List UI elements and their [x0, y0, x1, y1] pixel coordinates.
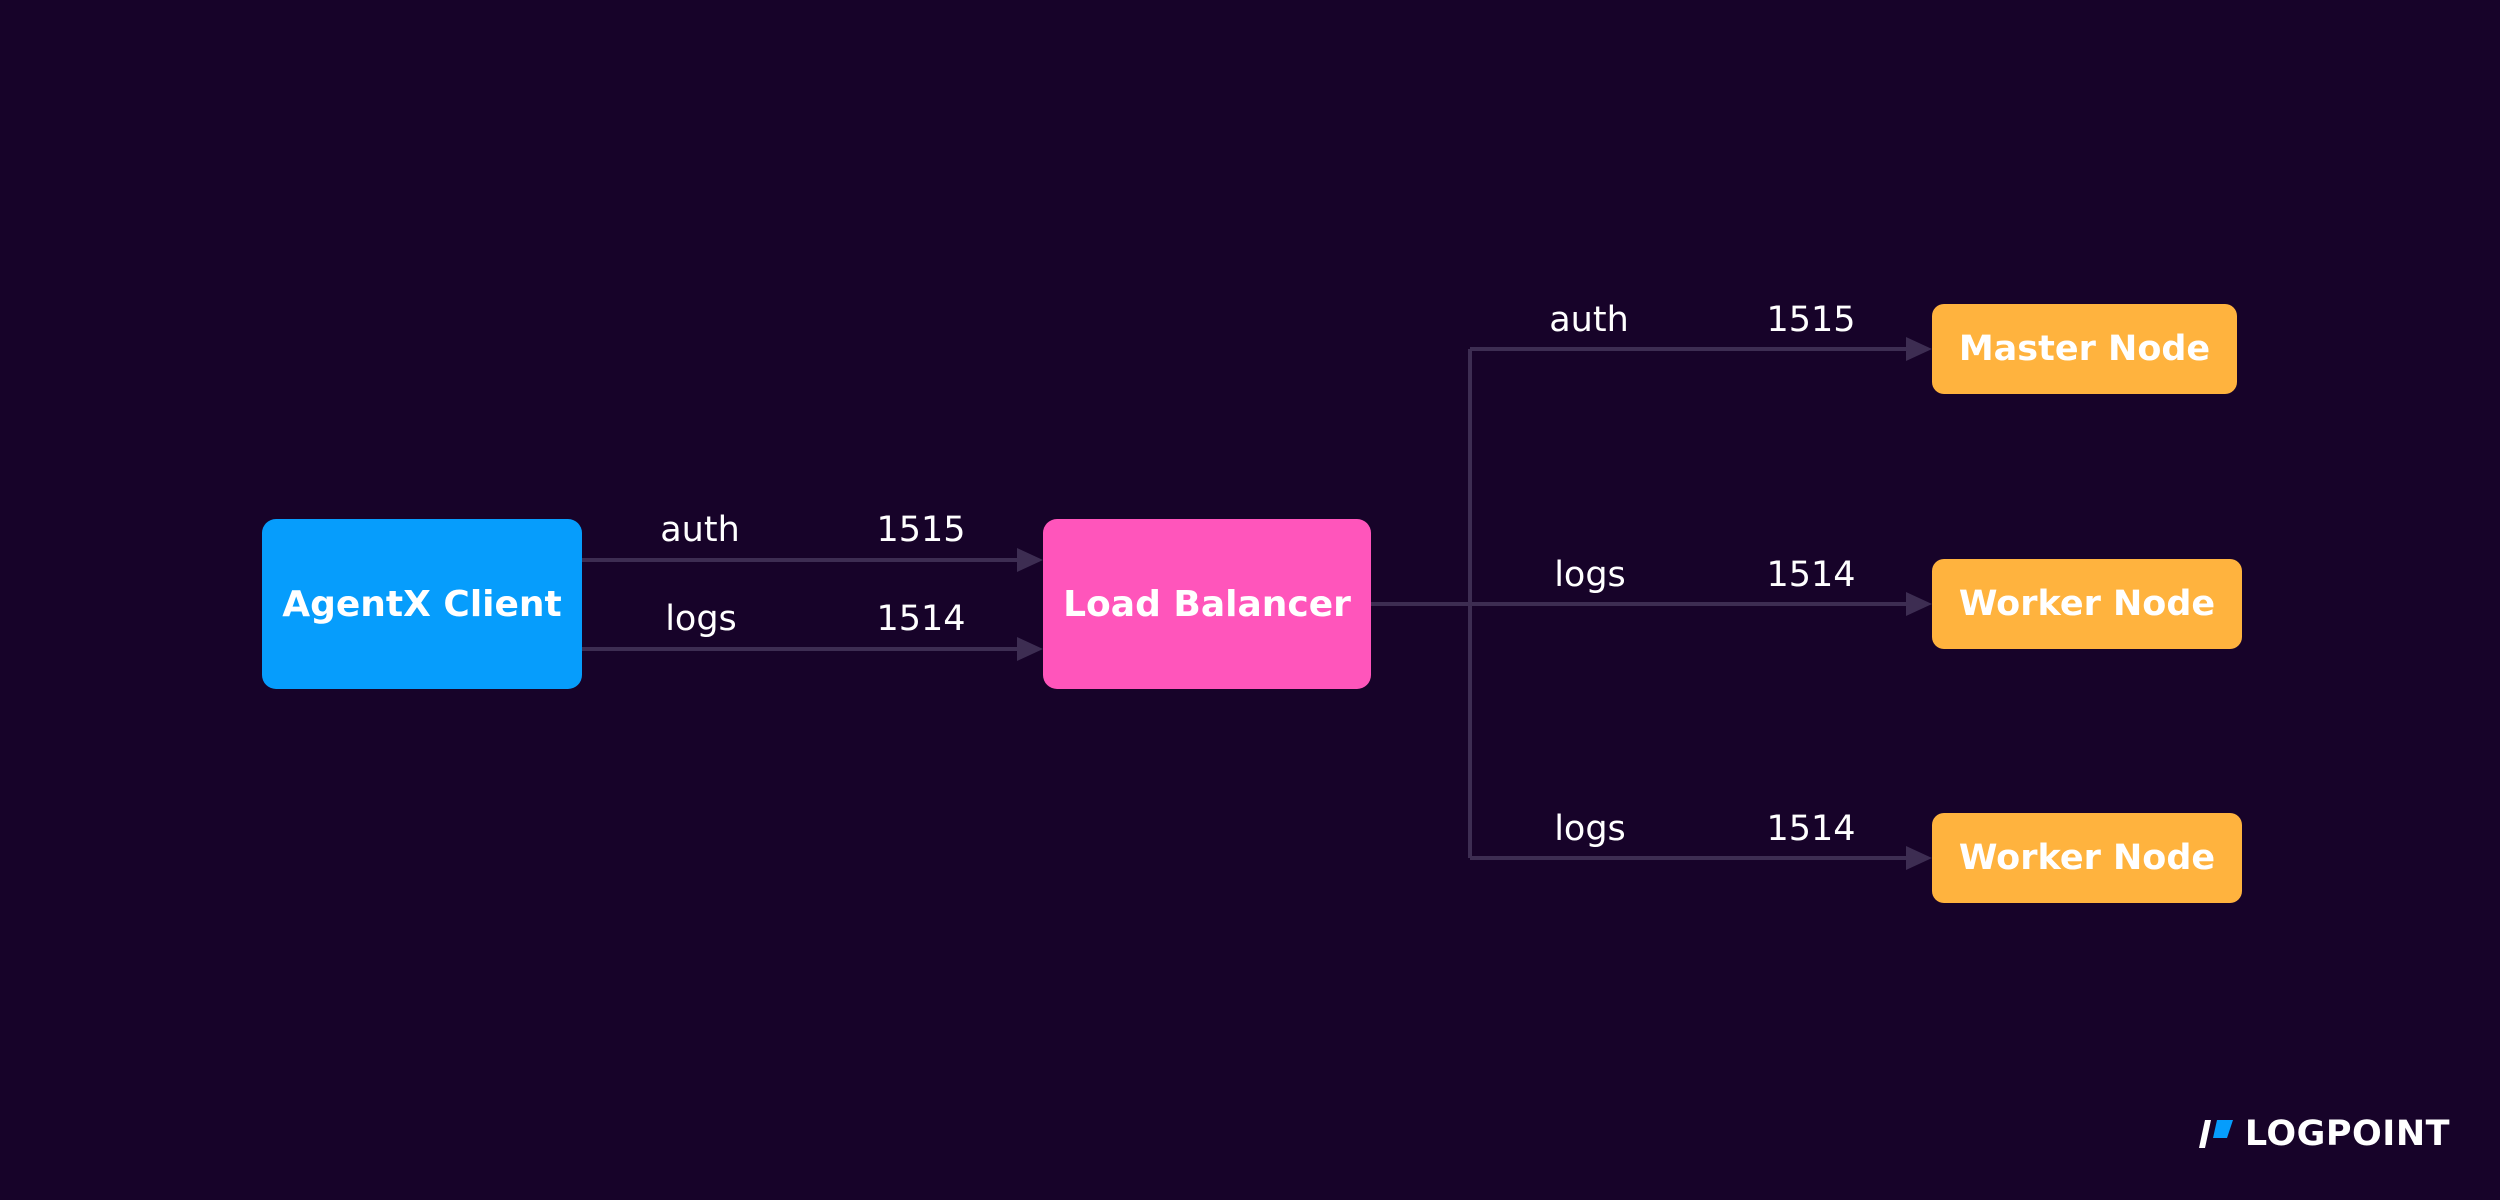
edge-label-lb-worker-2-protocol: logs	[1554, 809, 1626, 849]
edge-label-lb-worker-1-protocol: logs	[1554, 555, 1626, 595]
worker-node-1: Worker Node	[1932, 559, 2242, 649]
arrowhead-client-lb-auth	[1017, 548, 1043, 572]
edge-label-client-lb-auth-protocol: auth	[660, 510, 740, 550]
arrowhead-client-lb-logs	[1017, 637, 1043, 661]
agentx-client-node: AgentX Client	[262, 519, 582, 689]
edge-label-client-lb-logs-protocol: logs	[665, 599, 737, 639]
edge-label-client-lb-logs-port: 1514	[876, 599, 966, 639]
brand-name: LOGPOINT	[2244, 1114, 2450, 1154]
logpoint-mark-icon	[2198, 1120, 2233, 1148]
worker-node-2: Worker Node	[1932, 813, 2242, 903]
arrowhead-lb-master	[1906, 337, 1932, 361]
master-node: Master Node	[1932, 304, 2237, 394]
edge-label-lb-master-protocol: auth	[1549, 300, 1629, 340]
edge-label-client-lb-auth-port: 1515	[876, 510, 966, 550]
logpoint-logo: LOGPOINT	[2198, 1114, 2450, 1154]
edge-label-lb-worker-1-port: 1514	[1766, 555, 1856, 595]
arrowhead-lb-worker-2	[1906, 846, 1932, 870]
load-balancer-node: Load Balancer	[1043, 519, 1371, 689]
edge-label-lb-master-port: 1515	[1766, 300, 1856, 340]
edge-label-lb-worker-2-port: 1514	[1766, 809, 1856, 849]
arrowhead-lb-worker-1	[1906, 592, 1932, 616]
